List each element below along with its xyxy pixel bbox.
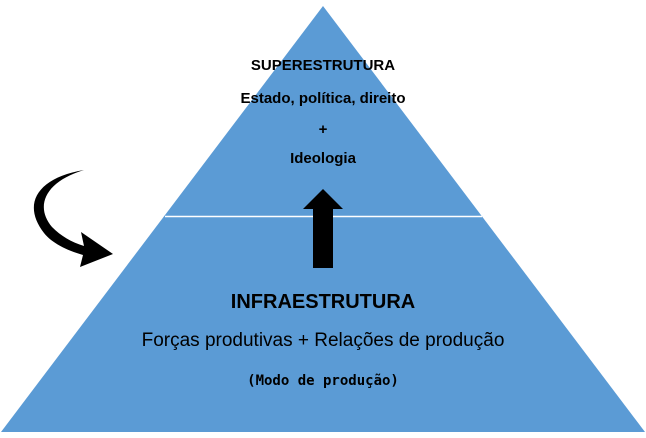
infrastructure-title: INFRAESTRUTURA <box>230 291 416 313</box>
up-arrow-icon <box>303 189 343 268</box>
infrastructure-line-forces: Forças produtivas + Relações de produção <box>141 330 505 351</box>
infrastructure-line-mode: (Modo de produção) <box>247 373 399 389</box>
superstructure-title: SUPERESTRUTURA <box>250 57 396 74</box>
superstructure-line-ideology: Ideologia <box>290 150 356 167</box>
curved-arrow-icon <box>33 170 113 267</box>
superstructure-line-state: Estado, política, direito <box>240 90 406 107</box>
superstructure-plus: + <box>318 121 328 138</box>
